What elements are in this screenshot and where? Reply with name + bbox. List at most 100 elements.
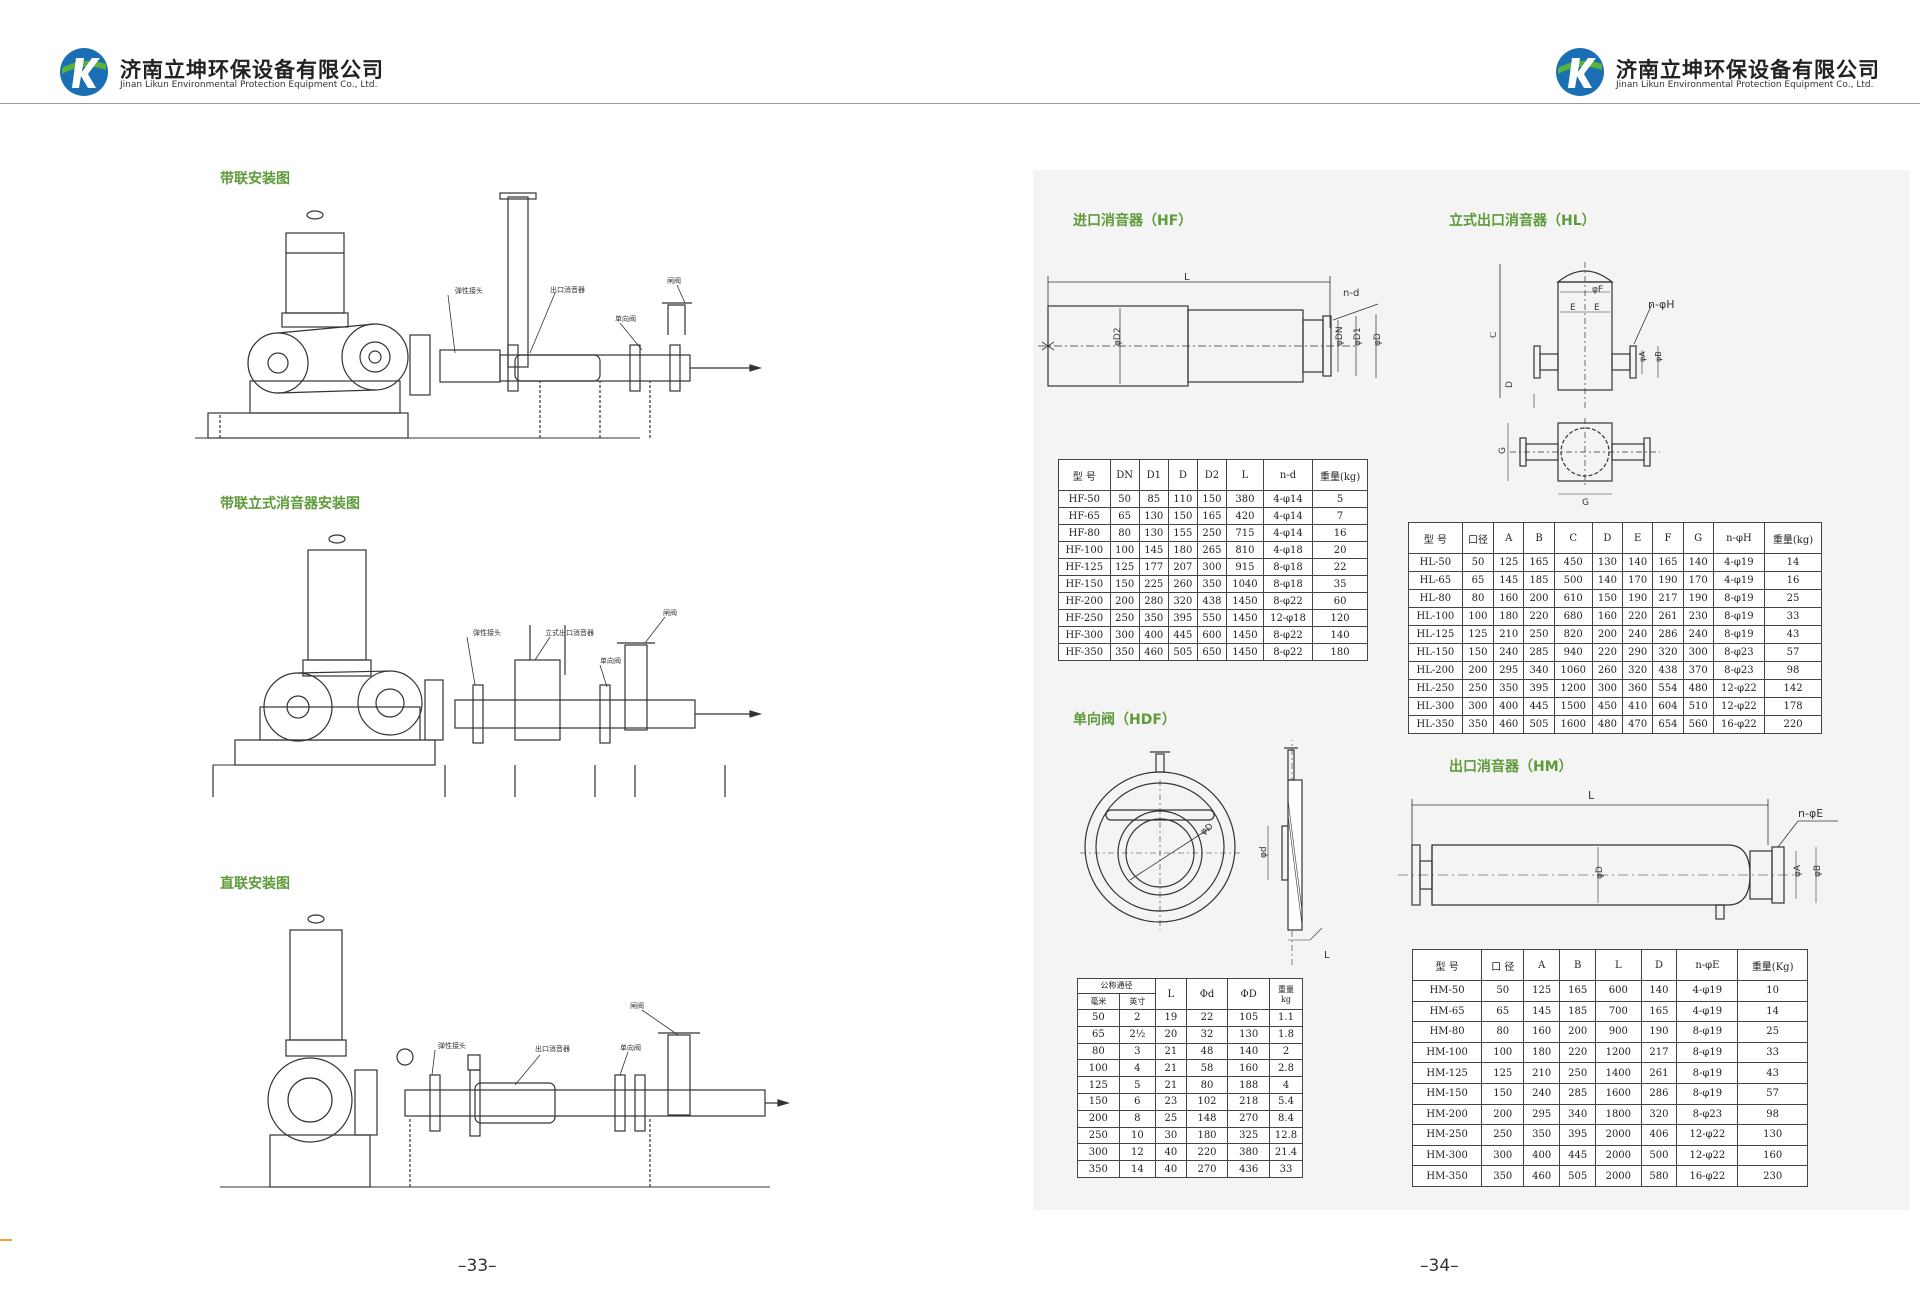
table-cell: 140 xyxy=(1640,980,1678,1002)
table-header-cell: F xyxy=(1652,522,1684,554)
table-cell: 8-φ19 xyxy=(1712,625,1766,644)
table-cell: 604 xyxy=(1652,697,1684,716)
table-cell: 260 xyxy=(1591,661,1624,680)
table-cell: 350 xyxy=(1138,609,1169,627)
table-cell: 150 xyxy=(1109,575,1140,593)
table-cell: 505 xyxy=(1559,1165,1597,1187)
table-cell: 150 xyxy=(1591,589,1624,608)
table-cell: 500 xyxy=(1553,571,1593,590)
dim-g-bottom: G xyxy=(1582,498,1589,508)
table-cell: 35 xyxy=(1312,575,1368,593)
table-cell: 8-φ23 xyxy=(1676,1103,1739,1126)
table-cell: 2000 xyxy=(1595,1165,1642,1187)
table-cell: 230 xyxy=(1682,607,1714,626)
dim-l: L xyxy=(1184,272,1190,283)
table-cell: 240 xyxy=(1523,1082,1561,1105)
table-cell: 350 xyxy=(1523,1124,1561,1146)
table-cell: HL-100 xyxy=(1408,607,1463,626)
table-cell: 12-φ22 xyxy=(1712,697,1766,716)
table-cell: 2 xyxy=(1269,1042,1303,1061)
table-cell: 6 xyxy=(1118,1092,1157,1111)
table-cell: 65 xyxy=(1481,1000,1525,1023)
dim-a: φA xyxy=(1638,351,1647,362)
table-cell: 8-φ22 xyxy=(1262,626,1314,644)
table-cell: 58 xyxy=(1185,1059,1229,1078)
table-cell: 320 xyxy=(1622,661,1654,680)
table-cell: 180 xyxy=(1523,1041,1561,1064)
table-cell: 178 xyxy=(1764,697,1822,716)
table-cell: 4-φ19 xyxy=(1712,571,1766,590)
table-cell: 436 xyxy=(1227,1160,1270,1178)
table-cell: 185 xyxy=(1523,571,1555,590)
table-cell: 40 xyxy=(1155,1160,1187,1178)
header-divider xyxy=(0,103,1920,104)
table-cell: 290 xyxy=(1622,643,1654,662)
table-cell: 185 xyxy=(1559,1000,1597,1023)
dim-nd: n-d xyxy=(1343,288,1359,299)
table-cell: 8-φ19 xyxy=(1676,1082,1739,1105)
table-cell: 33 xyxy=(1737,1041,1808,1064)
dim-e1: E xyxy=(1570,303,1576,313)
table-cell: 380 xyxy=(1226,490,1264,508)
table-header-cell: D1 xyxy=(1138,459,1169,491)
dim-nh: n-φH xyxy=(1648,298,1674,311)
table-cell: 350 xyxy=(1077,1160,1120,1178)
dim-f: φF xyxy=(1592,285,1603,295)
table-cell: HM-300 xyxy=(1411,1144,1483,1167)
table-cell: 240 xyxy=(1493,643,1525,662)
section-title-belt: 带联安装图 xyxy=(220,171,290,187)
table-cell: 400 xyxy=(1493,697,1525,716)
table-cell: 560 xyxy=(1682,715,1714,734)
table-cell: HM-150 xyxy=(1411,1082,1483,1105)
table-cell: HF-150 xyxy=(1058,575,1111,593)
table-cell: 14 xyxy=(1764,553,1822,572)
table-header-cell: DN xyxy=(1109,459,1140,491)
belt-install-drawing: 弹性接头 出口消音器 单向阀 闸阀 xyxy=(195,192,763,439)
table-cell: 480 xyxy=(1682,679,1714,698)
table-cell: 1800 xyxy=(1595,1103,1642,1126)
table-cell: 8-φ22 xyxy=(1262,592,1314,610)
table-cell: 180 xyxy=(1493,607,1525,626)
table-cell: 460 xyxy=(1523,1165,1561,1187)
table-cell: 250 xyxy=(1077,1126,1120,1145)
table-cell: 145 xyxy=(1493,571,1525,590)
table-cell: 270 xyxy=(1185,1160,1229,1178)
table-cell: HM-350 xyxy=(1411,1165,1483,1187)
hdf-header-d-small: Φd xyxy=(1185,978,1229,1010)
table-cell: 8-φ18 xyxy=(1262,575,1314,593)
table-cell: 340 xyxy=(1523,661,1555,680)
table-cell: 2000 xyxy=(1595,1124,1642,1146)
label-gate-valve: 闸阀 xyxy=(663,608,677,617)
table-cell: 400 xyxy=(1523,1144,1561,1167)
table-cell: 21.4 xyxy=(1269,1143,1303,1162)
table-cell: 250 xyxy=(1109,609,1140,627)
table-cell: 100 xyxy=(1109,541,1140,559)
table-cell: 12 xyxy=(1118,1143,1157,1162)
table-cell: 125 xyxy=(1493,553,1525,572)
label-flex-joint: 弹性接头 xyxy=(473,628,501,637)
table-cell: 325 xyxy=(1227,1126,1270,1145)
table-cell: 460 xyxy=(1493,715,1525,734)
table-cell: 240 xyxy=(1622,625,1654,644)
table-header-cell: G xyxy=(1682,522,1714,554)
table-cell: 210 xyxy=(1493,625,1525,644)
table-cell: 420 xyxy=(1226,507,1264,525)
table-cell: 150 xyxy=(1077,1092,1120,1111)
table-cell: 250 xyxy=(1523,625,1555,644)
dim-ne: n-φE xyxy=(1798,807,1823,820)
table-cell: HF-250 xyxy=(1058,609,1111,627)
dim-d1: φD1 xyxy=(1353,327,1363,346)
table-cell: 100 xyxy=(1461,607,1495,626)
belt-vertical-install-drawing: 弹性接头 立式出口消音器 单向阀 闸阀 xyxy=(212,534,763,797)
